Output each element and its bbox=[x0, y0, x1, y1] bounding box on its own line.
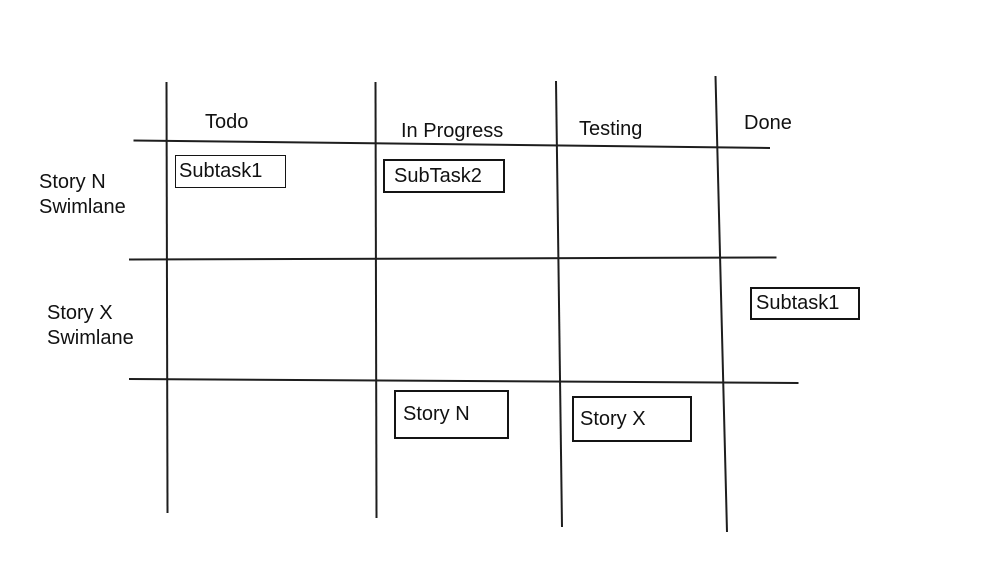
column-divider-line-2 bbox=[374, 81, 378, 519]
swimlane-label-line: Story N bbox=[39, 171, 106, 193]
column-header-todo: Todo bbox=[205, 111, 249, 133]
swimlane-label-line: Story X bbox=[47, 302, 113, 324]
column-divider-line-1 bbox=[165, 81, 169, 514]
column-header-testing: Testing bbox=[579, 118, 643, 140]
header-divider-line bbox=[133, 139, 771, 149]
column-divider-line-4 bbox=[714, 75, 728, 533]
swimlane-divider-line-2 bbox=[128, 378, 799, 384]
card-story-x-testing[interactable]: Story X bbox=[572, 396, 692, 442]
card-subtask1-done-story-x[interactable]: Subtask1 bbox=[750, 287, 860, 320]
swimlane-label-line: Swimlane bbox=[47, 327, 134, 349]
swimlane-label-story-x: Story X Swimlane bbox=[47, 301, 134, 351]
swimlane-label-line: Swimlane bbox=[39, 196, 126, 218]
column-divider-line-3 bbox=[555, 80, 563, 528]
swimlane-label-story-n: Story N Swimlane bbox=[39, 170, 126, 220]
column-header-in-progress: In Progress bbox=[401, 120, 504, 142]
card-subtask1-todo-story-n[interactable]: Subtask1 bbox=[175, 155, 286, 188]
swimlane-divider-line-1 bbox=[128, 256, 777, 261]
card-subtask2-in-progress-story-n[interactable]: SubTask2 bbox=[383, 159, 505, 193]
card-story-n-in-progress[interactable]: Story N bbox=[394, 390, 509, 439]
column-header-done: Done bbox=[744, 112, 792, 134]
